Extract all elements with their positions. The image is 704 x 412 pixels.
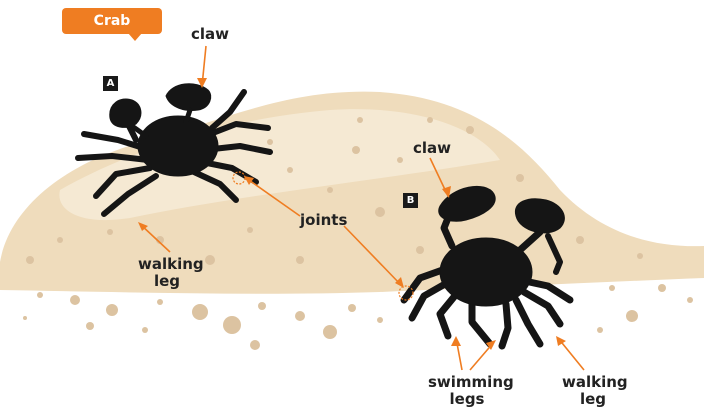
walking-leg-label-a-line2: leg <box>138 273 196 290</box>
sand-grain <box>375 207 385 217</box>
sand-grain <box>323 325 337 339</box>
sand-grain <box>609 285 615 291</box>
crab-b-shell <box>440 238 532 306</box>
walking-leg-label-a-line1: walking <box>138 256 196 273</box>
sand-grain <box>576 236 584 244</box>
swimming-legs-label-line1: swimming <box>428 374 506 391</box>
sand-grain <box>142 327 148 333</box>
sand-grain <box>267 139 273 145</box>
crab-b-leg <box>440 292 458 336</box>
crab-a-badge: A <box>103 76 118 91</box>
swimming-legs-label-line2: legs <box>428 391 506 408</box>
sand-grain <box>427 117 433 123</box>
sand-grain <box>377 317 383 323</box>
diagram-title: Crab <box>62 8 162 34</box>
sand-grain <box>57 237 63 243</box>
sand-grain <box>416 246 424 254</box>
sand-grain <box>357 117 363 123</box>
sand-grain <box>637 253 643 259</box>
sand-grain <box>296 256 304 264</box>
crab-a-claw <box>166 84 211 111</box>
sand-grain <box>295 311 305 321</box>
title-tag-pointer <box>128 33 142 41</box>
crab-a-shell <box>138 116 218 176</box>
sand-grain <box>287 167 293 173</box>
sand-grain <box>223 316 241 334</box>
sand-grain <box>205 255 215 265</box>
swimming-legs-label: swimming legs <box>428 374 506 408</box>
sand-grain <box>23 316 27 320</box>
sand-grain <box>258 302 266 310</box>
joints-label: joints <box>300 212 347 229</box>
walking-leg-label-b-line2: leg <box>562 391 624 408</box>
sand-grain <box>107 229 113 235</box>
title-tag: Crab <box>62 8 162 34</box>
sand-grain <box>687 297 693 303</box>
walking-leg-label-b: walking leg <box>562 374 624 408</box>
sand-mound <box>0 92 704 294</box>
sand-grain <box>348 304 356 312</box>
sand-grain <box>352 146 360 154</box>
sand-grain <box>466 126 474 134</box>
sand-grain <box>658 284 666 292</box>
crab-b-leg <box>516 300 540 344</box>
sand-grain <box>247 227 253 233</box>
crab-b-leg <box>502 304 508 346</box>
claw-label-b: claw <box>413 140 451 157</box>
sand-grain <box>157 299 163 305</box>
sand-grain <box>106 304 118 316</box>
sand-grain <box>192 304 208 320</box>
sand-grain <box>597 327 603 333</box>
sand-grain <box>86 322 94 330</box>
claw-label-a: claw <box>191 26 229 43</box>
sand-grain <box>327 187 333 193</box>
sand-grain <box>516 174 524 182</box>
sand-grain <box>26 256 34 264</box>
walking-leg-label-a: walking leg <box>138 256 196 290</box>
sand-grain <box>70 295 80 305</box>
sand-grain <box>626 310 638 322</box>
crab-a-claw <box>110 99 141 127</box>
sand-grain <box>250 340 260 350</box>
sand-grain <box>397 157 403 163</box>
crab-b-badge: B <box>403 193 418 208</box>
walking-leg-label-b-line1: walking <box>562 374 624 391</box>
sand-grain <box>37 292 43 298</box>
